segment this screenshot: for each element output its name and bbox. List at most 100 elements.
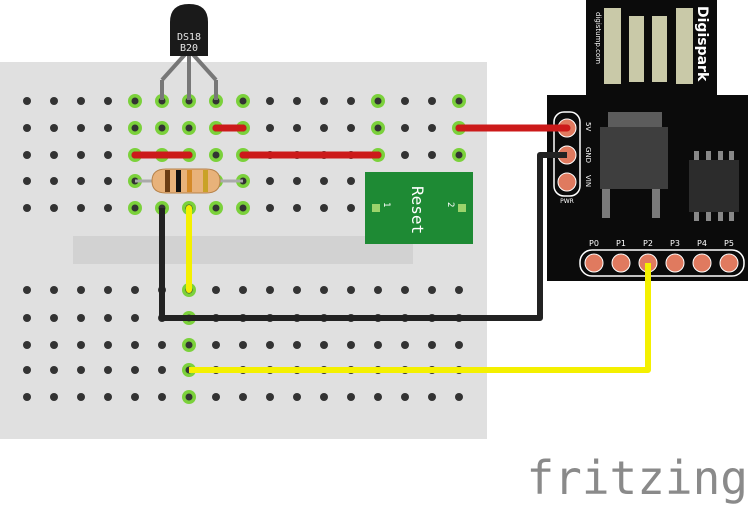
breadboard-hole — [131, 124, 139, 132]
breadboard-hole — [23, 97, 31, 105]
io-pin-pad — [611, 253, 631, 273]
breadboard-hole — [50, 177, 58, 185]
breadboard-hole — [347, 97, 355, 105]
breadboard-hole — [347, 286, 355, 294]
breadboard-hole — [212, 393, 220, 401]
breadboard-hole — [104, 314, 112, 322]
breadboard-hole — [293, 341, 301, 349]
breadboard-hole — [212, 204, 220, 212]
reset-label: Reset — [408, 186, 427, 234]
wires — [131, 124, 651, 373]
digispark-board: Digispark digistump.com 5V GND VIN PWR — [547, 0, 748, 281]
breadboard-hole — [212, 341, 220, 349]
pin-label-gnd: GND — [584, 147, 592, 163]
breadboard-hole — [50, 151, 58, 159]
breadboard-hole — [104, 124, 112, 132]
board-brand: digistump.com — [594, 12, 602, 64]
breadboard-hole — [23, 314, 31, 322]
regulator-icon — [600, 112, 668, 218]
breadboard-hole — [77, 124, 85, 132]
breadboard-hole — [50, 286, 58, 294]
breadboard-hole — [266, 204, 274, 212]
breadboard-hole — [455, 286, 463, 294]
breadboard-hole — [455, 393, 463, 401]
breadboard-hole — [428, 124, 436, 132]
breadboard-hole — [266, 393, 274, 401]
breadboard-hole — [401, 341, 409, 349]
breadboard-hole — [77, 341, 85, 349]
wire-yellow-p2 — [189, 263, 651, 373]
breadboard-hole — [455, 341, 463, 349]
breadboard-hole — [23, 177, 31, 185]
breadboard-hole — [158, 341, 166, 349]
io-pin-label: P1 — [616, 239, 626, 248]
breadboard-hole — [347, 204, 355, 212]
io-pin-pad — [584, 253, 604, 273]
breadboard-hole — [131, 341, 139, 349]
io-pin-pad — [719, 253, 739, 273]
breadboard-hole — [77, 286, 85, 294]
breadboard-hole — [320, 286, 328, 294]
breadboard-hole — [50, 204, 58, 212]
breadboard-hole — [131, 286, 139, 294]
ds18b20-sensor: DS18 B20 — [160, 4, 218, 100]
breadboard-hole — [293, 204, 301, 212]
breadboard-hole — [23, 151, 31, 159]
reset-pin2-label: 2 — [445, 202, 455, 207]
breadboard-hole — [374, 124, 382, 132]
wire-black-gnd — [159, 152, 567, 321]
breadboard-hole — [212, 151, 220, 159]
io-pin-pad — [665, 253, 685, 273]
breadboard-hole — [77, 151, 85, 159]
breadboard-hole — [77, 366, 85, 374]
breadboard-hole — [401, 393, 409, 401]
breadboard-hole — [293, 177, 301, 185]
breadboard-hole — [104, 97, 112, 105]
breadboard-hole — [50, 124, 58, 132]
breadboard-hole — [104, 177, 112, 185]
pin-label-vin: VIN — [584, 175, 592, 187]
io-pin-pad — [692, 253, 712, 273]
breadboard-hole — [320, 177, 328, 185]
breadboard-hole — [50, 366, 58, 374]
breadboard-hole — [428, 97, 436, 105]
breadboard-hole — [104, 151, 112, 159]
breadboard-hole — [428, 341, 436, 349]
breadboard-hole — [77, 177, 85, 185]
breadboard-hole — [104, 366, 112, 374]
breadboard-hole — [104, 341, 112, 349]
breadboard-hole — [293, 286, 301, 294]
breadboard-hole — [23, 286, 31, 294]
pin-label-5v: 5V — [584, 122, 592, 131]
breadboard-hole — [401, 97, 409, 105]
breadboard-hole — [131, 314, 139, 322]
reset-button: Reset 1 2 — [365, 172, 473, 244]
breadboard-hole — [23, 124, 31, 132]
breadboard-hole — [320, 341, 328, 349]
breadboard-hole — [23, 204, 31, 212]
breadboard-hole — [23, 393, 31, 401]
breadboard-hole — [428, 286, 436, 294]
breadboard-hole — [158, 366, 166, 374]
breadboard-hole — [320, 393, 328, 401]
breadboard-hole — [131, 204, 139, 212]
breadboard-hole — [50, 393, 58, 401]
io-pin-label: P4 — [697, 239, 707, 248]
breadboard-hole — [239, 97, 247, 105]
breadboard-hole — [455, 151, 463, 159]
breadboard-hole — [266, 286, 274, 294]
breadboard-hole — [266, 124, 274, 132]
breadboard-hole — [455, 97, 463, 105]
breadboard-hole — [239, 393, 247, 401]
breadboard-hole — [266, 177, 274, 185]
breadboard-hole — [131, 97, 139, 105]
breadboard-hole — [266, 97, 274, 105]
breadboard-hole — [293, 393, 301, 401]
breadboard-hole — [401, 124, 409, 132]
breadboard-hole — [374, 286, 382, 294]
breadboard-hole — [401, 151, 409, 159]
breadboard-hole — [131, 366, 139, 374]
breadboard-hole — [320, 97, 328, 105]
